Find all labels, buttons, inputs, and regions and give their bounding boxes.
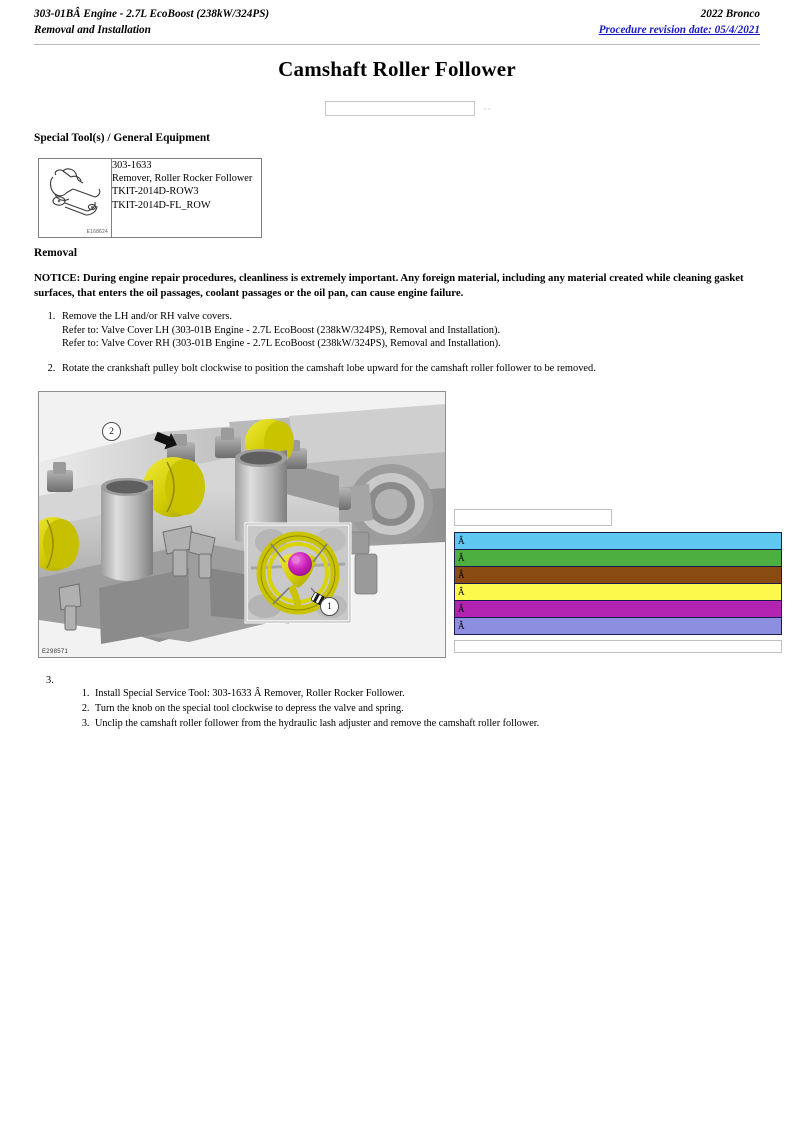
removal-heading: Removal bbox=[34, 247, 78, 259]
tool-kit-2: TKIT-2014D-FL_ROW bbox=[112, 199, 211, 211]
step-3-substeps-list: Install Special Service Tool: 303-1633 Â… bbox=[34, 687, 754, 731]
tool-name: Remover, Roller Rocker Follower bbox=[112, 173, 253, 185]
search-input[interactable] bbox=[325, 101, 475, 116]
procedure-revision-date-link[interactable]: Procedure revision date: 05/4/2021 bbox=[598, 24, 760, 36]
search-row: ▫▫ bbox=[325, 101, 492, 116]
search-trailing-marks: ▫▫ bbox=[484, 104, 492, 113]
step-3-block: 3. Install Special Service Tool: 303-163… bbox=[34, 674, 754, 732]
table-row: E168624 303-1633 Remover, Roller Rocker … bbox=[38, 158, 262, 238]
tool-image-id: E168624 bbox=[86, 229, 108, 235]
color-bar-row-2: Â bbox=[454, 549, 782, 567]
step-2-text: Rotate the crankshaft pulley bolt clockw… bbox=[62, 362, 596, 374]
color-bar-row-6: Â bbox=[454, 617, 782, 635]
list-item: Turn the knob on the special tool clockw… bbox=[92, 702, 754, 716]
header-right-line1: 2022 Bronco bbox=[700, 8, 760, 20]
color-bars-table: Â Â Â Â Â Â bbox=[454, 532, 782, 635]
step-1-ref-rh: Refer to: Valve Cover RH (303-01B Engine… bbox=[62, 338, 501, 350]
table-row: Â bbox=[454, 617, 782, 635]
table-row: Â bbox=[454, 583, 782, 601]
header-divider bbox=[34, 44, 760, 45]
tool-image-cell: E168624 bbox=[38, 158, 112, 238]
roller-rocker-follower-remover-tool-icon bbox=[50, 168, 101, 216]
callout-bubble-1: 1 bbox=[320, 597, 339, 616]
tool-description-cell: 303-1633 Remover, Roller Rocker Follower… bbox=[111, 158, 262, 238]
step-1-text: Remove the LH and/or RH valve covers. bbox=[62, 311, 232, 322]
color-bars-panel: Â Â Â Â Â Â bbox=[454, 509, 782, 656]
figure-image-id: E298571 bbox=[42, 649, 69, 655]
figure-frame: E298571 bbox=[38, 391, 446, 658]
callout-bubble-2: 2 bbox=[102, 422, 121, 441]
removal-steps-list: Remove the LH and/or RH valve covers. Re… bbox=[34, 310, 778, 386]
list-item: Install Special Service Tool: 303-1633 Â… bbox=[92, 687, 754, 701]
table-row: Â bbox=[454, 549, 782, 567]
header-left-line1: 303-01BÂ Engine - 2.7L EcoBoost (238kW/3… bbox=[34, 8, 270, 20]
page-title: Camshaft Roller Follower bbox=[278, 57, 516, 81]
bars-top-input[interactable] bbox=[454, 509, 612, 526]
color-bar-row-1: Â bbox=[454, 532, 782, 550]
color-bar-row-3: Â bbox=[454, 566, 782, 584]
table-row: Â bbox=[454, 532, 782, 550]
color-bar-row-4: Â bbox=[454, 583, 782, 601]
tool-kit-1: TKIT-2014D-ROW3 bbox=[112, 186, 199, 198]
engine-head-illustration bbox=[39, 392, 445, 657]
list-item: Rotate the crankshaft pulley bolt clockw… bbox=[58, 362, 778, 376]
table-row: Â bbox=[454, 566, 782, 584]
list-item: Remove the LH and/or RH valve covers. Re… bbox=[58, 310, 778, 351]
callout-2-arrow-icon bbox=[154, 431, 177, 450]
step-1-ref-lh: Refer to: Valve Cover LH (303-01B Engine… bbox=[62, 324, 501, 336]
header-left-line2: Removal and Installation bbox=[34, 24, 151, 36]
list-item: Unclip the camshaft roller follower from… bbox=[92, 717, 754, 731]
special-tools-table: E168624 303-1633 Remover, Roller Rocker … bbox=[38, 158, 262, 238]
table-row: Â bbox=[454, 600, 782, 618]
step-3-number: 3. bbox=[46, 675, 54, 686]
color-bar-row-5: Â bbox=[454, 600, 782, 618]
special-tools-heading: Special Tool(s) / General Equipment bbox=[34, 132, 210, 144]
bars-bottom-input[interactable] bbox=[454, 640, 782, 653]
document-header: 303-01BÂ Engine - 2.7L EcoBoost (238kW/3… bbox=[34, 6, 760, 45]
figure-engine-illustration: E298571 bbox=[38, 391, 446, 658]
notice-text: NOTICE: During engine repair procedures,… bbox=[34, 272, 744, 299]
tool-number: 303-1633 bbox=[112, 160, 152, 171]
